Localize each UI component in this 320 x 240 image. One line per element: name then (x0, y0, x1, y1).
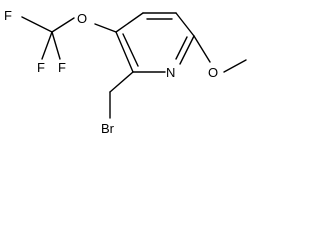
molecule-diagram: F F F O N O Br (4, 8, 247, 136)
atom-n-ring: N (166, 65, 175, 80)
atom-f-bottom: F (58, 60, 66, 75)
atom-f-mid: F (37, 60, 45, 75)
bond-ring-c5-c6 (175, 12, 195, 37)
atom-f-top: F (4, 8, 12, 23)
bond-ring-c6-n-inner (175, 36, 188, 60)
bond-c2-ch2 (109, 71, 134, 93)
bond-ring-c2-c3-inner (122, 33, 139, 67)
bond-o-cf3 (51, 17, 75, 33)
atom-o-ether1: O (77, 11, 87, 26)
bond-c-f-top (21, 16, 53, 33)
bond-c-f-mid (41, 31, 53, 60)
bond-o-ch3 (223, 59, 247, 73)
atom-br: Br (101, 121, 115, 136)
bond-c3-o (94, 23, 117, 33)
bond-ring-c3-c4 (115, 12, 144, 33)
bond-ring-c2-c3 (115, 31, 134, 73)
atom-o-ether2: O (208, 65, 218, 80)
bond-c-f-bottom (51, 31, 61, 60)
structure-canvas: F F F O N O Br (0, 0, 254, 138)
bond-c6-o (193, 35, 211, 63)
bond-ring-c6-n (179, 35, 195, 65)
